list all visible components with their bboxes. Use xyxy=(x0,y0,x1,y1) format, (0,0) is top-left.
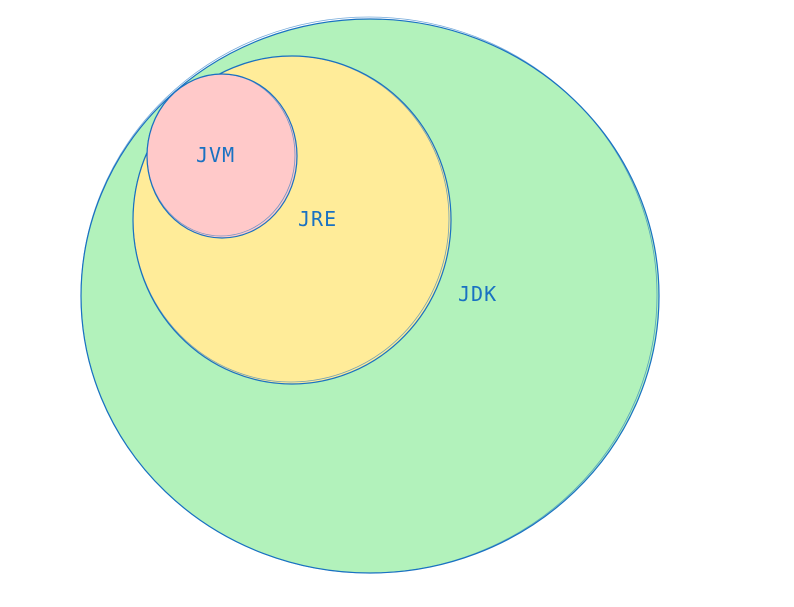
jre-label: JRE xyxy=(298,207,337,231)
jre-circle-sketch-stroke xyxy=(132,55,450,383)
jdk-circle-sketch-stroke xyxy=(80,16,658,574)
jdk-label: JDK xyxy=(458,282,497,306)
jvm-label: JVM xyxy=(196,143,235,167)
jvm-group: JVM xyxy=(146,73,298,239)
jvm-circle-sketch-stroke xyxy=(146,73,296,237)
